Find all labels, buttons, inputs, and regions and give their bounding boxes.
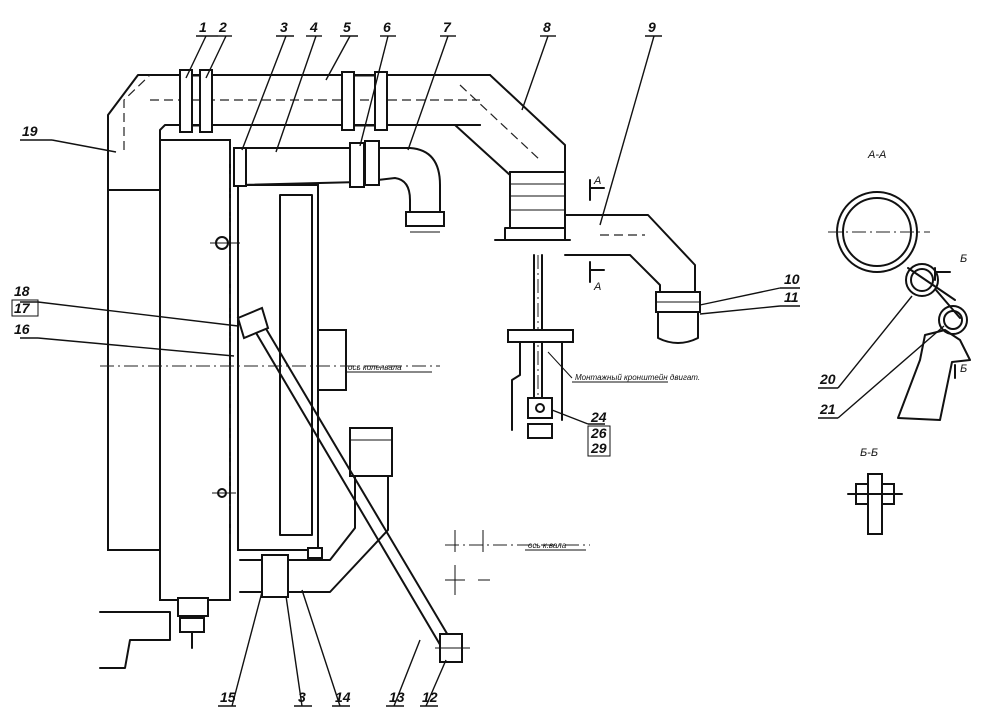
axis-marks	[445, 530, 490, 595]
note-axis-wheel: ось к.вала	[528, 541, 567, 550]
notes: ось коленвала ось к.вала Монтажный кронш…	[345, 351, 700, 551]
callout-16: 16	[14, 321, 30, 337]
callout-21: 21	[819, 401, 836, 417]
callout-leaders	[20, 35, 945, 707]
callout-14: 14	[335, 689, 351, 705]
callout-5: 5	[343, 19, 351, 35]
mount-bracket	[507, 254, 574, 439]
note-axis-crankshaft: ось коленвала	[348, 363, 402, 372]
callout-18: 18	[14, 283, 30, 299]
callout-20: 20	[819, 371, 836, 387]
callout-2: 2	[218, 19, 227, 35]
cut-b-lower-label: Б	[960, 363, 967, 375]
callout-12: 12	[422, 689, 438, 705]
note-engine-mount: Монтажный кронштейн двигат.	[575, 373, 700, 382]
callout-1: 1	[199, 19, 207, 35]
callout-13: 13	[389, 689, 405, 705]
callout-26: 26	[590, 425, 607, 441]
callout-4: 4	[309, 19, 318, 35]
section-a-a-view: А-А Б Б	[828, 149, 971, 421]
clamp-1	[179, 69, 213, 133]
radiator-mount-bolts	[210, 236, 240, 498]
hose-connector	[494, 171, 571, 241]
stay-rod	[236, 306, 470, 663]
callout-3-top: 3	[280, 19, 288, 35]
callout-24: 24	[590, 409, 607, 425]
callout-7: 7	[443, 19, 452, 35]
lower-pipe	[239, 427, 393, 598]
callout-15: 15	[220, 689, 236, 705]
cut-b-upper-label: Б	[960, 253, 967, 265]
cut-a-upper-label: А	[593, 175, 601, 187]
outlet-pipe	[564, 214, 701, 344]
section-b-b-title: Б-Б	[860, 447, 878, 459]
bent-hose	[233, 140, 445, 233]
radiator-core	[107, 139, 347, 601]
callout-10: 10	[784, 271, 800, 287]
callout-numbers: 1 2 3 4 5 6 7 8 9 19 18 17 16 10 11 20 2…	[11, 19, 836, 705]
upper-pipe-left-elbow	[107, 74, 491, 196]
cut-a-lower-label: А	[593, 281, 601, 293]
callout-29: 29	[590, 440, 607, 456]
callout-19: 19	[22, 123, 38, 139]
section-a-cut: А А	[589, 175, 605, 293]
bottom-support	[99, 597, 209, 669]
callout-8: 8	[543, 19, 551, 35]
section-b-b-view: Б-Б	[847, 447, 903, 535]
callout-9: 9	[648, 19, 656, 35]
callout-3-bottom: 3	[298, 689, 306, 705]
callout-17: 17	[14, 300, 31, 316]
clamp-2	[341, 71, 388, 131]
callout-6: 6	[383, 19, 391, 35]
upper-pipe-right-elbow	[454, 74, 566, 176]
callout-11: 11	[784, 289, 799, 305]
section-a-a-title: А-А	[867, 149, 886, 161]
